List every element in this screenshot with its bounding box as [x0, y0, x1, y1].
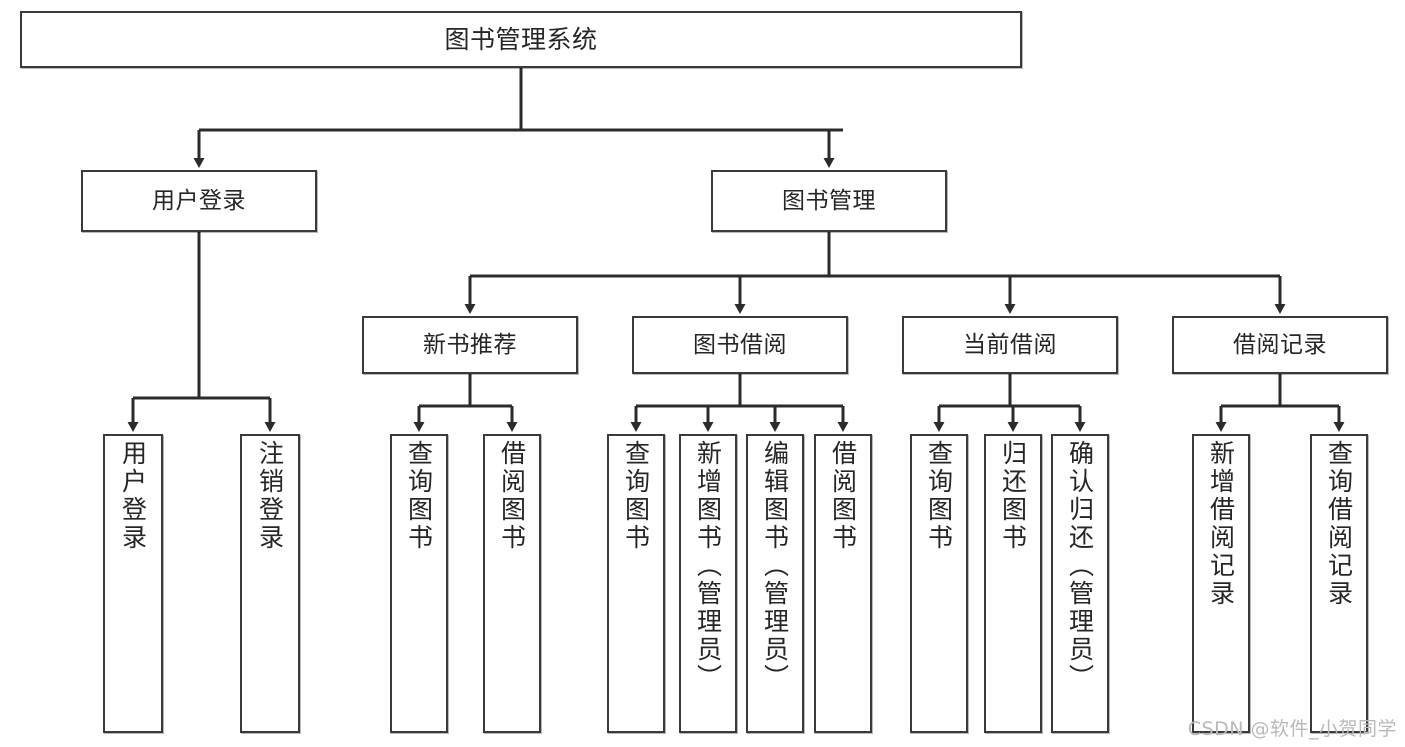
node-label: 查询图书 [621, 440, 651, 552]
leaf-borrow-book-2[interactable]: 借阅图书 [814, 434, 872, 733]
node-label: 注销登录 [255, 440, 285, 552]
node-label: 图书借阅 [693, 331, 787, 358]
node-borrow-record[interactable]: 借阅记录 [1172, 316, 1388, 374]
leaf-query-borrow-record[interactable]: 查询借阅记录 [1310, 434, 1368, 733]
node-root-system[interactable]: 图书管理系统 [20, 11, 1022, 68]
leaf-confirm-return[interactable]: 确认归还（管理员） [1051, 434, 1109, 733]
node-label: 借阅记录 [1233, 331, 1327, 358]
node-label: 借阅图书 [497, 440, 527, 552]
node-label: 确认归还（管理员） [1065, 440, 1095, 692]
node-label: 新书推荐 [423, 331, 517, 358]
leaf-query-book-2[interactable]: 查询图书 [607, 434, 665, 733]
node-label: 图书管理系统 [444, 25, 598, 54]
leaf-add-borrow-record[interactable]: 新增借阅记录 [1192, 434, 1250, 733]
leaf-add-book[interactable]: 新增图书（管理员） [679, 434, 737, 733]
node-new-book-recommend[interactable]: 新书推荐 [362, 316, 578, 374]
node-label: 新增图书（管理员） [693, 440, 723, 692]
leaf-edit-book[interactable]: 编辑图书（管理员） [746, 434, 804, 733]
leaf-return-book[interactable]: 归还图书 [984, 434, 1042, 733]
node-label: 查询借阅记录 [1324, 440, 1354, 608]
node-label: 用户登录 [118, 440, 148, 552]
node-label: 借阅图书 [828, 440, 858, 552]
node-label: 图书管理 [782, 187, 876, 214]
node-label: 查询图书 [924, 440, 954, 552]
node-user-login[interactable]: 用户登录 [81, 170, 317, 232]
leaf-borrow-book-1[interactable]: 借阅图书 [483, 434, 541, 733]
node-label: 编辑图书（管理员） [760, 440, 790, 692]
leaf-logout[interactable]: 注销登录 [240, 434, 300, 733]
leaf-query-book-1[interactable]: 查询图书 [390, 434, 448, 733]
leaf-user-login[interactable]: 用户登录 [103, 434, 163, 733]
node-current-borrow[interactable]: 当前借阅 [902, 316, 1118, 374]
node-label: 当前借阅 [963, 331, 1057, 358]
node-label: 归还图书 [998, 440, 1028, 552]
watermark: CSDN @软件_小贺同学 [1187, 718, 1397, 740]
node-book-management[interactable]: 图书管理 [711, 170, 947, 232]
node-label: 新增借阅记录 [1206, 440, 1236, 608]
node-book-borrow[interactable]: 图书借阅 [632, 316, 848, 374]
leaf-query-book-3[interactable]: 查询图书 [910, 434, 968, 733]
node-label: 查询图书 [404, 440, 434, 552]
node-label: 用户登录 [152, 187, 246, 214]
